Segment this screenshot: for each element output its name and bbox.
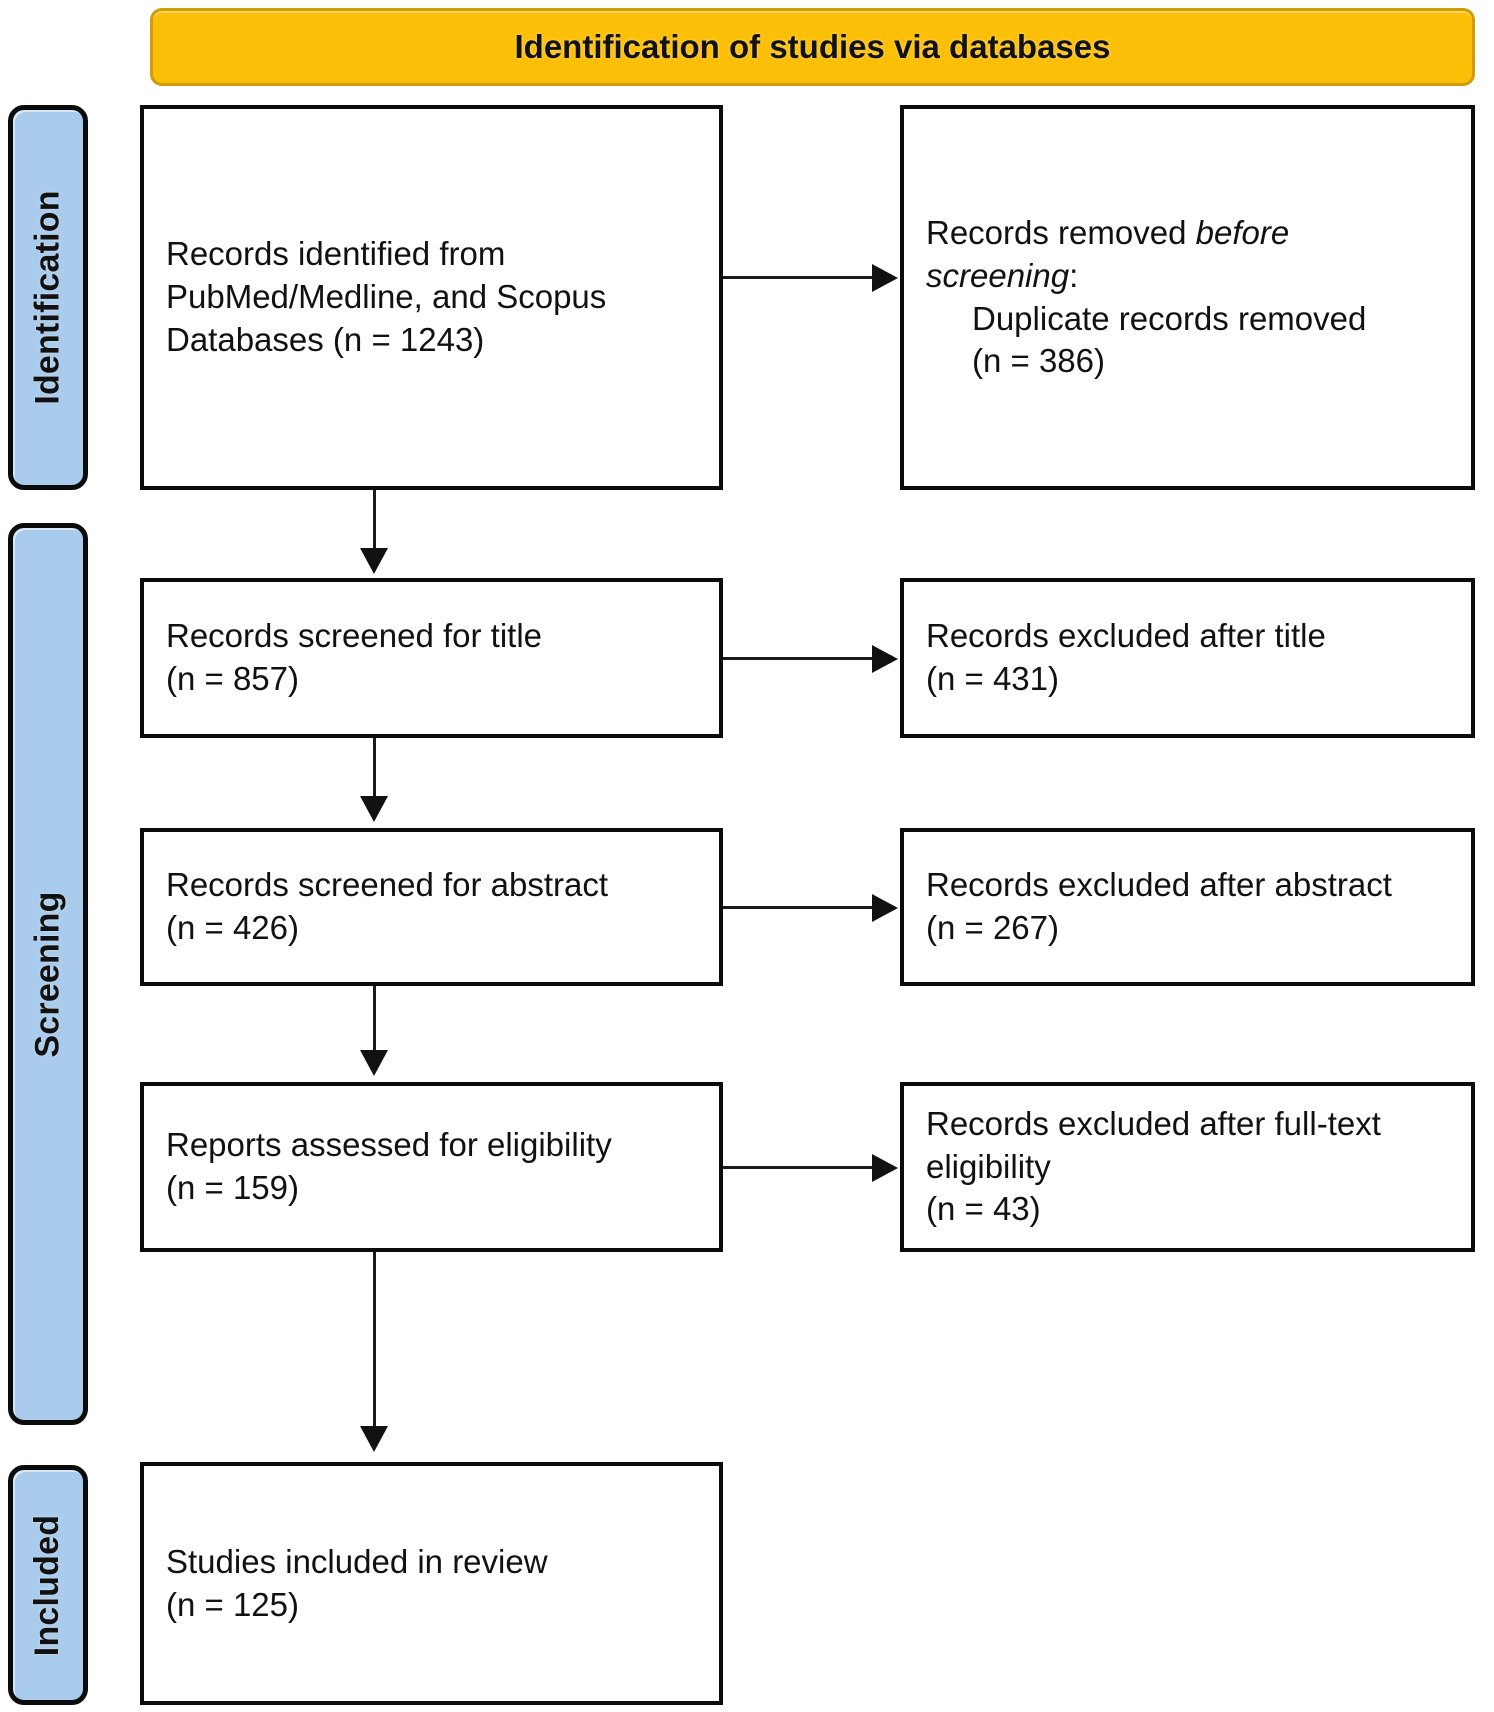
connector-eligibility-to-included — [373, 1252, 376, 1430]
box-line: (n = 159) — [166, 1169, 299, 1206]
box-line: Records excluded after abstract — [926, 866, 1392, 904]
box-line: Records screened for title — [166, 617, 543, 655]
box-line: (n = 43) — [926, 1190, 1041, 1228]
connector-abstract-to-eligibility — [373, 986, 376, 1054]
phase-label-included: Included — [28, 1514, 67, 1656]
arrow-down-icon — [360, 1050, 388, 1076]
box-line: Records screened for abstract — [166, 866, 609, 904]
box-line: (n = 431) — [926, 660, 1059, 697]
box-line: Records removed before — [926, 212, 1449, 255]
box-line: (n = 267) — [926, 909, 1059, 946]
arrow-right-icon — [872, 894, 898, 922]
box-studies-included-review: Studies included in review (n = 125) — [140, 1462, 723, 1705]
box-line: (n = 386) — [972, 342, 1105, 380]
page-title: Identification of studies via databases — [514, 28, 1111, 65]
box-line: (n = 426) — [166, 909, 299, 946]
connector-title-to-abstract — [373, 738, 376, 800]
box-line: eligibility — [926, 1147, 1051, 1185]
box-line: (n = 857) — [166, 660, 299, 697]
connector-identified-to-screened-title — [373, 490, 376, 552]
box-line: Duplicate records removed — [972, 299, 1367, 337]
arrow-right-icon — [872, 264, 898, 292]
box-records-excluded-fulltext: Records excluded after full-text eligibi… — [900, 1082, 1475, 1252]
phase-label-screening: Screening — [28, 890, 67, 1058]
box-line: Studies included in review — [166, 1542, 548, 1580]
box-line: Records identified from — [166, 235, 506, 273]
box-records-identified: Records identified from PubMed/Medline, … — [140, 105, 723, 490]
removed-text: Records removed — [926, 213, 1196, 251]
connector-eligibility-to-excluded — [723, 1166, 875, 1169]
box-line: Reports assessed for eligibility — [166, 1126, 612, 1164]
box-records-excluded-title: Records excluded after title (n = 431) — [900, 578, 1475, 738]
phase-bar-included: Included — [8, 1465, 88, 1705]
arrow-down-icon — [360, 1426, 388, 1452]
header-banner: Identification of studies via databases — [150, 8, 1475, 86]
box-line: (n = 125) — [166, 1585, 299, 1623]
box-line: Records excluded after title — [926, 617, 1326, 655]
box-line: Databases (n = 1243) — [166, 320, 485, 358]
connector-title-to-excluded — [723, 657, 875, 660]
phase-bar-screening: Screening — [8, 523, 88, 1425]
box-line: Records excluded after full-text — [926, 1104, 1381, 1142]
box-records-removed-before-screening: Records removed before screening: Duplic… — [900, 105, 1475, 490]
arrow-down-icon — [360, 796, 388, 822]
phase-bar-identification: Identification — [8, 105, 88, 490]
box-records-screened-abstract: Records screened for abstract (n = 426) — [140, 828, 723, 986]
box-records-excluded-abstract: Records excluded after abstract (n = 267… — [900, 828, 1475, 986]
screening-emphasis: screening — [926, 256, 1070, 294]
box-line: screening: — [926, 255, 1449, 298]
connector-identified-to-removed — [723, 276, 875, 279]
arrow-right-icon — [872, 1154, 898, 1182]
colon-text: : — [1069, 256, 1079, 294]
connector-abstract-to-excluded — [723, 906, 875, 909]
box-reports-assessed-eligibility: Reports assessed for eligibility (n = 15… — [140, 1082, 723, 1252]
arrow-down-icon — [360, 548, 388, 574]
removed-emphasis: before — [1195, 213, 1290, 251]
phase-label-identification: Identification — [28, 190, 67, 405]
box-line: PubMed/Medline, and Scopus — [166, 278, 607, 316]
arrow-right-icon — [872, 645, 898, 673]
box-records-screened-title: Records screened for title (n = 857) — [140, 578, 723, 738]
